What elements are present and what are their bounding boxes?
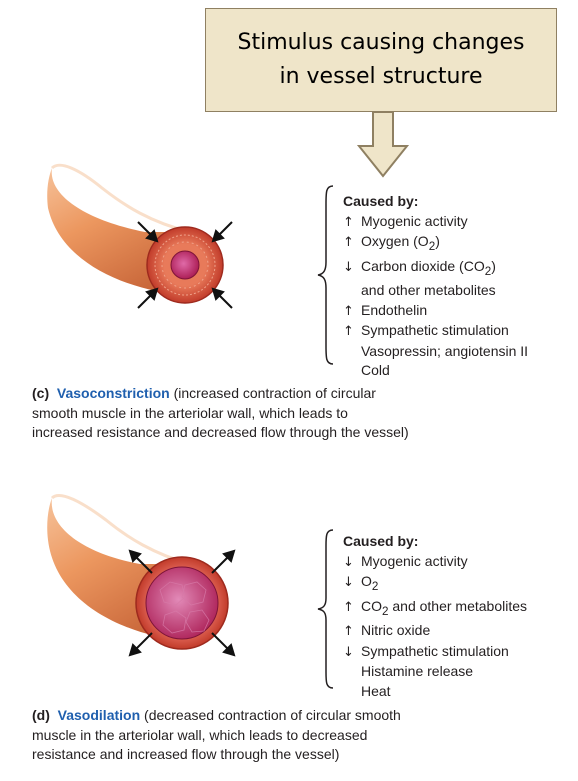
vasodilation-caption: (d) Vasodilation (decreased contraction … (32, 707, 401, 762)
down-arrow-icon: ↓ (343, 575, 354, 591)
up-arrow-icon: ↑ (343, 324, 354, 340)
up-arrow-icon: ↑ (343, 214, 354, 230)
vasoconstriction-caption: (c) Vasoconstriction (increased contract… (32, 385, 409, 440)
causes-heading: Caused by: (343, 533, 419, 549)
brace-icon (317, 529, 334, 689)
down-arrow-icon: ↓ (343, 259, 354, 275)
cause-item: Histamine release (361, 663, 474, 680)
vessel-lumen (145, 566, 219, 640)
cause-item: ↑CO2 and other metabolites (343, 597, 528, 618)
vasodilated-vessel-illustration (47, 493, 236, 657)
vasodilation-causes-list: Caused by: ↓Myogenic activity ↓O2 ↑CO2 a… (343, 532, 527, 701)
dilation-arrows-icon (128, 549, 236, 657)
up-arrow-icon: ↑ (343, 623, 354, 639)
down-arrow-icon: ↓ (343, 644, 354, 660)
down-arrow-icon: ↓ (343, 554, 354, 570)
cause-item: ↓Sympathetic stimulation (343, 642, 527, 663)
cause-item: Cold (361, 362, 390, 379)
stimulus-callout-box: Stimulus causing changes in vessel struc… (205, 8, 557, 112)
cause-item: ↓Myogenic activity (343, 552, 527, 573)
cause-item: ↑Sympathetic stimulation (343, 321, 528, 342)
vasoconstriction-causes-list: Caused by: ↑Myogenic activity ↑Oxygen (O… (343, 192, 528, 381)
vessel-lumen (170, 250, 200, 280)
cause-item: Vasopressin; angiotensin II (361, 342, 529, 359)
callout-line-1: Stimulus causing changes (237, 30, 525, 55)
cause-item: ↑Nitric oxide (343, 621, 527, 642)
panel-label: (d) (32, 707, 50, 723)
caption-term: Vasodilation (57, 707, 141, 723)
caption-term: Vasoconstriction (56, 385, 170, 401)
panel-label: (c) (32, 385, 50, 401)
callout-line-2: in vessel structure (279, 64, 483, 89)
cause-item: ↑Myogenic activity (343, 212, 528, 233)
causes-heading: Caused by: (343, 193, 419, 209)
cause-item: Heat (361, 682, 391, 699)
brace-icon (317, 185, 334, 365)
callout-text: Stimulus causing changes in vessel struc… (237, 26, 524, 94)
cause-item: ↑Endothelin (343, 301, 528, 322)
up-arrow-icon: ↑ (343, 235, 354, 251)
cause-item: ↓O2 (343, 573, 379, 593)
up-arrow-icon: ↑ (343, 303, 354, 319)
cause-item: ↓Carbon dioxide (CO2) (343, 257, 496, 278)
down-arrow-icon (356, 112, 410, 178)
constriction-arrows-icon (137, 221, 233, 309)
cause-item: and other metabolites (361, 281, 496, 298)
cause-item: ↑Oxygen (O2) (343, 233, 440, 253)
vasoconstricted-vessel-illustration (47, 163, 233, 309)
up-arrow-icon: ↑ (343, 599, 354, 615)
